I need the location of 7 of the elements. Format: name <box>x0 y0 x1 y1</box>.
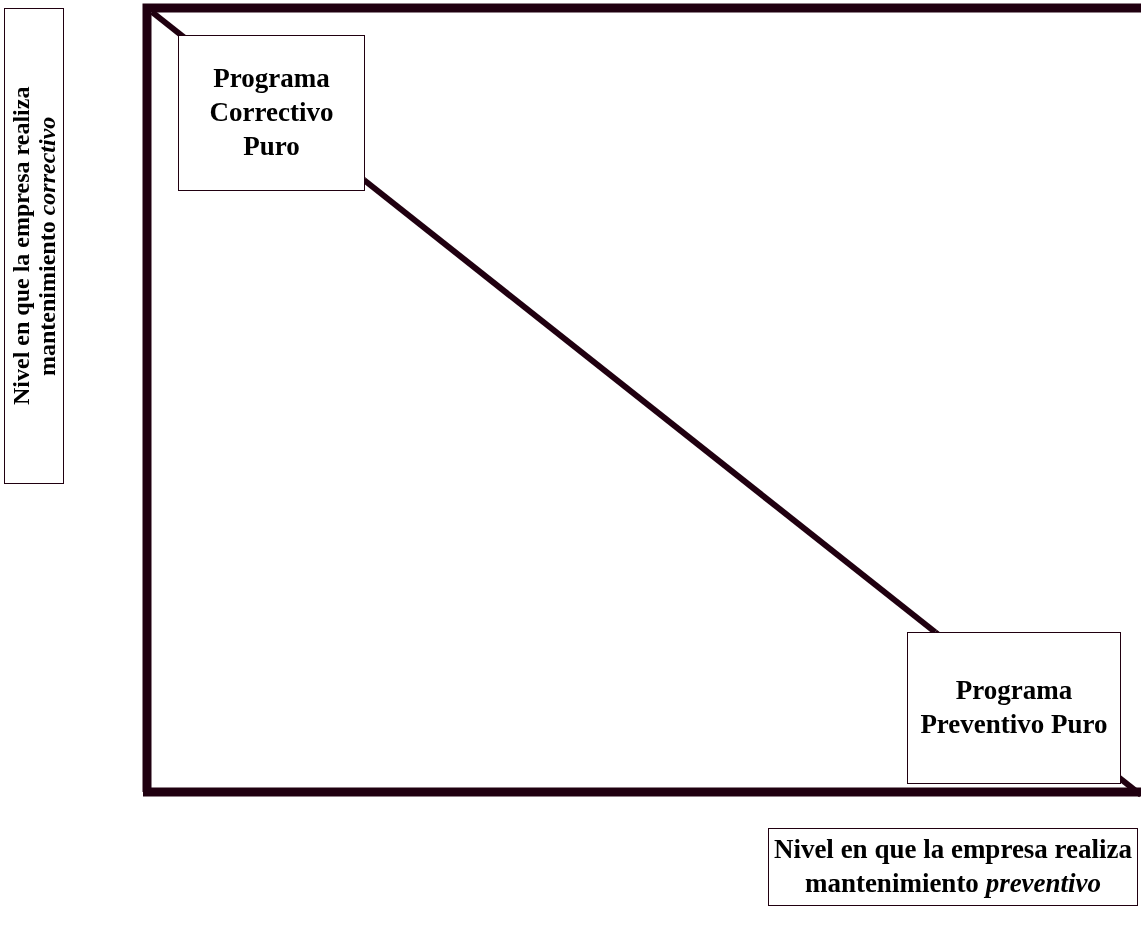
label-text: Programa Correctivo Puro <box>208 62 335 163</box>
label-text: Nivel en que la empresa realiza mantenimiento preventivo <box>772 833 1134 900</box>
label-text: Programa Preventivo Puro <box>919 674 1109 741</box>
axis-label-box <box>4 8 64 484</box>
program-box <box>178 35 365 191</box>
program-box <box>907 632 1121 784</box>
axis-label-box <box>768 828 1138 906</box>
